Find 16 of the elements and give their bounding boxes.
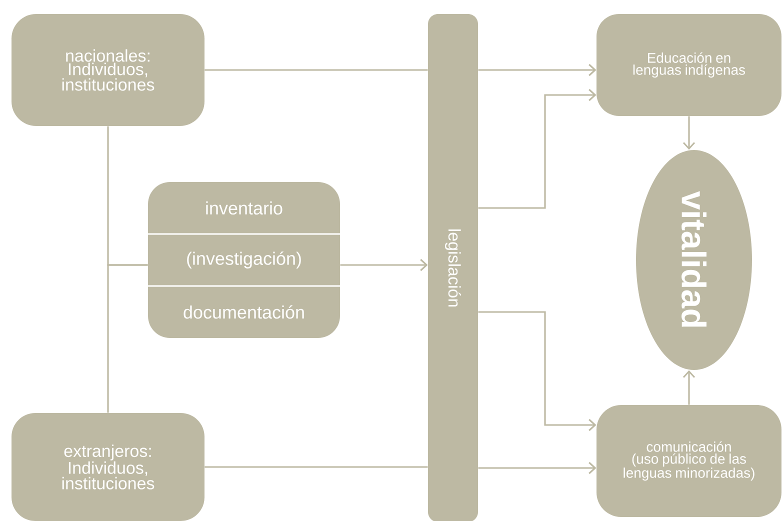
arrow (478, 88, 596, 209)
arrow (682, 116, 696, 150)
stacked-box: inventario (investigación) documentación (148, 182, 340, 338)
process-box: comunicación (uso público de las lenguas minorizadas) (596, 405, 782, 517)
connector-line (204, 466, 428, 468)
arrow (478, 64, 596, 76)
actor-box: extranjeros: Individuos, instituciones (12, 413, 204, 521)
arrow (478, 462, 596, 474)
connector-line (107, 264, 148, 413)
arrow (478, 311, 596, 432)
arrow (340, 258, 428, 272)
arrow (682, 370, 696, 405)
actor-box: nacionales: Individuos, instituciones (12, 14, 204, 126)
vertical-bar: legislación (428, 14, 478, 521)
connector-line (204, 69, 428, 71)
process-box: Educación en lenguas indígenas (596, 14, 782, 116)
